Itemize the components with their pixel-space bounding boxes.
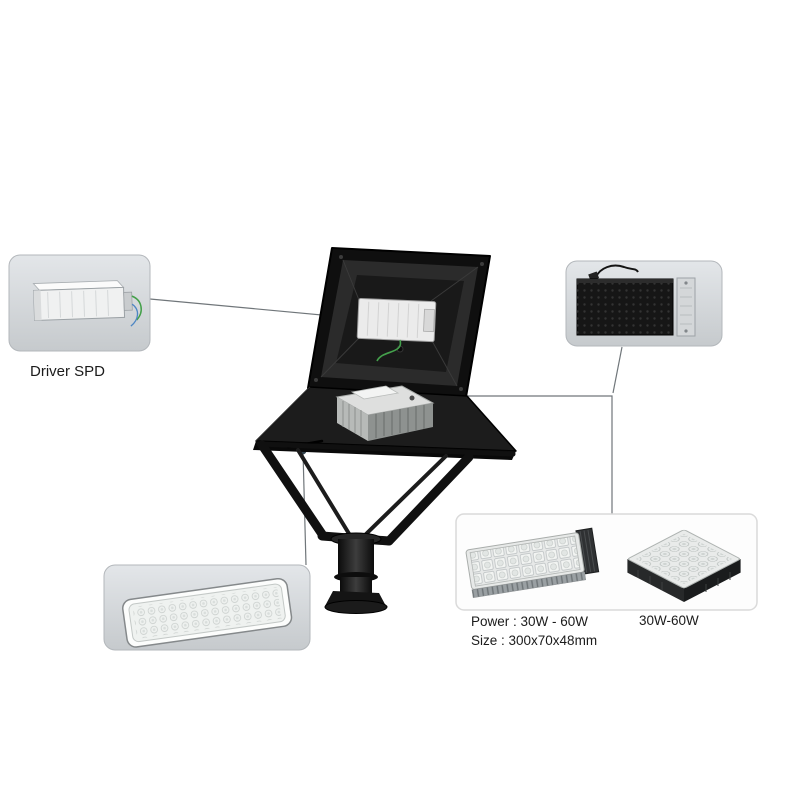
fixture-led-module — [335, 385, 435, 441]
lens-panel-illustration — [122, 577, 293, 648]
street-light-fixture — [253, 247, 517, 614]
size-spec-label: Size : 300x70x48mm — [471, 633, 598, 648]
cover-screws — [314, 255, 484, 391]
driver-illustration — [32, 280, 142, 327]
callout-led-modules — [455, 513, 758, 611]
led-module-square-illustration — [627, 529, 741, 602]
green-wire — [131, 295, 142, 321]
callout-led-heatsink — [565, 260, 723, 347]
connector-line — [612, 346, 623, 394]
driver-spd-label: Driver SPD — [30, 363, 106, 380]
watt-range-label: 30W-60W — [639, 613, 699, 628]
heatsink-illustration — [576, 264, 696, 337]
callout-lens-panel — [103, 564, 311, 651]
fixture-pole-adapter — [324, 532, 388, 614]
fixture-open-cover — [307, 247, 491, 398]
connector-line — [404, 395, 613, 514]
power-spec-label: Power : 30W - 60W — [471, 614, 589, 629]
callout-driver-spd — [8, 254, 151, 352]
led-module-30w-illustration — [465, 527, 600, 598]
power-wire — [595, 264, 639, 278]
blue-wire — [130, 303, 139, 327]
ground-wire — [376, 339, 402, 362]
fixture-driver — [356, 297, 437, 343]
